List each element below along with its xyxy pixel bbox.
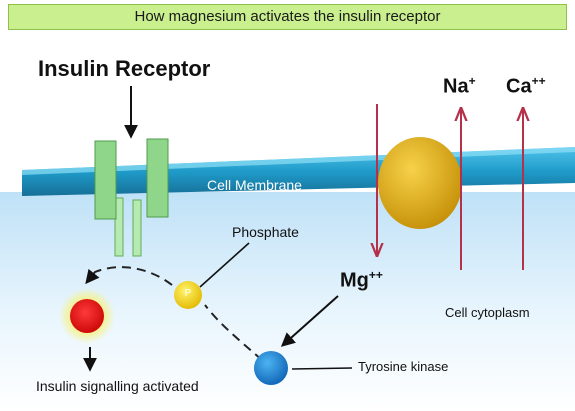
na-ion-charge: + [468,74,476,88]
phosphate-node [174,281,202,309]
phosphate-label: Phosphate [232,224,299,240]
phosphate-badge-text: P [184,288,192,299]
insulin-signalling-label: Insulin signalling activated [36,378,199,394]
ca-ion-label: Ca++ [506,74,546,98]
tyrosine-pointer-line [291,367,353,370]
tyrosine-kinase-label: Tyrosine kinase [358,359,449,374]
cell-membrane-label: Cell Membrane [207,177,302,193]
diagram-title: How magnesium activates the insulin rece… [8,4,567,30]
pathway-dashed-line [204,304,263,361]
na-ion-label: Na+ [443,74,476,98]
mg-ion-charge: ++ [368,268,383,282]
mg-to-tyrosine-arrow [280,295,339,347]
mg-ion-label: Mg++ [340,268,383,292]
insulin-receptor-label: Insulin Receptor [38,56,211,81]
insulin-receptor [94,138,169,257]
ion-channel [378,137,462,229]
tyrosine-kinase-node [254,351,288,385]
phosphate-pointer-line [199,242,250,288]
pathway-dashed-arrow [85,266,173,286]
ca-ion-charge: ++ [531,74,546,88]
cell-cytoplasm-label: Cell cytoplasm [445,305,530,320]
signalling-node [70,299,104,333]
